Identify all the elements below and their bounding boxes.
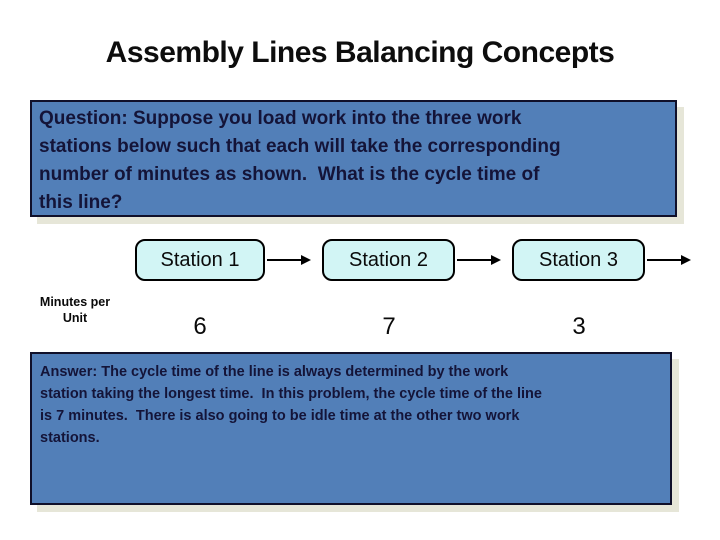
question-line: this line? [39, 192, 123, 213]
flow-arrow-icon [457, 254, 501, 266]
question-line: number of minutes as shown. What is the … [39, 164, 540, 185]
arrow-shaft [647, 259, 682, 261]
flow-arrow-icon [267, 254, 311, 266]
station-2-minutes: 7 [382, 313, 396, 340]
arrow-shaft [267, 259, 302, 261]
question-box: Question: Suppose you load work into the… [30, 100, 677, 217]
answer-line: is 7 minutes. There is also going to be … [40, 408, 520, 424]
flow-arrow-icon [647, 254, 691, 266]
station-1-box: Station 1 [135, 239, 265, 281]
answer-line: Answer: The cycle time of the line is al… [40, 364, 509, 380]
station-3-label: Station 3 [539, 248, 618, 271]
answer-box: Answer: The cycle time of the line is al… [30, 352, 672, 505]
station-3-minutes: 3 [572, 313, 586, 340]
arrow-shaft [457, 259, 492, 261]
page-title: Assembly Lines Balancing Concepts [105, 36, 615, 69]
arrow-head [301, 255, 311, 265]
question-line: Question: Suppose you load work into the… [39, 108, 522, 129]
station-1-label: Station 1 [160, 248, 240, 271]
minutes-per-unit-line2: Unit [62, 311, 88, 325]
arrow-head [491, 255, 501, 265]
answer-line: station taking the longest time. In this… [40, 386, 542, 402]
minutes-per-unit-line1: Minutes per [39, 295, 111, 309]
minutes-per-unit-label: Minutes per Unit [28, 294, 122, 326]
station-3-box: Station 3 [512, 239, 645, 281]
station-2-box: Station 2 [322, 239, 455, 281]
station-2-label: Station 2 [349, 248, 428, 271]
station-1-minutes: 6 [193, 313, 207, 340]
question-line: stations below such that each will take … [39, 136, 561, 157]
answer-line: stations. [40, 430, 100, 446]
arrow-head [681, 255, 691, 265]
